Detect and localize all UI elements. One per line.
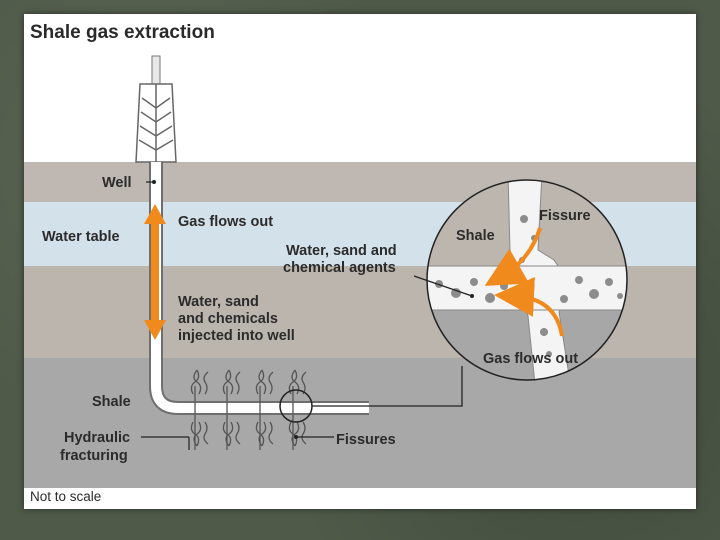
shale-gas-diagram: Shale gas extraction Well Water table Ga… <box>24 22 696 509</box>
label-hydraulic: Hydraulic <box>64 430 130 446</box>
agents-leader <box>413 275 473 297</box>
label-fissures: Fissures <box>336 432 396 448</box>
inset-label-agents-line2: chemical agents <box>283 260 396 276</box>
inset-label-fissure: Fissure <box>539 208 591 224</box>
label-injected-line3: injected into well <box>178 328 295 344</box>
bottom-margin <box>24 488 696 509</box>
inset-label-gas-flows-out: Gas flows out <box>483 351 578 367</box>
label-water-table: Water table <box>42 229 120 245</box>
label-well: Well <box>102 175 132 191</box>
label-injected-line2: and chemicals <box>178 311 278 327</box>
fracture-squiggles <box>190 369 307 450</box>
label-injected-line1: Water, sand <box>178 294 259 310</box>
label-not-to-scale: Not to scale <box>30 489 101 504</box>
inset-connector-line <box>312 366 463 407</box>
flow-double-arrow-icon <box>144 204 166 340</box>
fissure-inset <box>426 179 628 381</box>
label-fracturing: fracturing <box>60 448 128 464</box>
shale-layer <box>24 358 696 488</box>
label-shale: Shale <box>92 394 131 410</box>
diagram-title: Shale gas extraction <box>30 22 215 43</box>
surface-rock-layer <box>24 162 696 202</box>
well-bore-inner <box>151 162 369 413</box>
inset-label-shale: Shale <box>456 228 495 244</box>
label-gas-flows-out: Gas flows out <box>178 214 273 230</box>
inset-label-agents-line1: Water, sand and <box>286 243 397 259</box>
diagram-panel: Shale gas extraction Well Water table Ga… <box>24 14 696 509</box>
drilling-rig-icon <box>135 55 177 163</box>
